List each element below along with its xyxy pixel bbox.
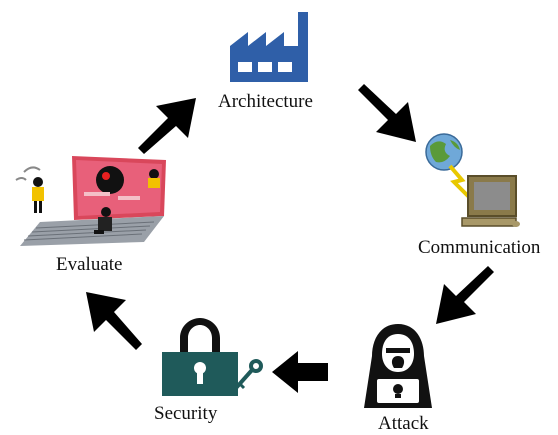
factory-icon [230, 12, 308, 82]
node-label-communication: Communication [418, 237, 541, 258]
arrow-security-to-evaluate [86, 292, 142, 350]
arrow-attack-to-security [272, 351, 328, 393]
padlock-key-icon [162, 318, 263, 396]
arrow-communication-to-attack [436, 266, 494, 324]
laptop-attack-icon [15, 156, 166, 246]
node-label-security: Security [154, 403, 218, 424]
globe-computer-icon [425, 133, 520, 227]
node-label-architecture: Architecture [218, 91, 313, 112]
node-label-evaluate: Evaluate [56, 254, 123, 275]
arrow-architecture-to-communication [358, 84, 416, 142]
hacker-icon [364, 324, 432, 408]
arrow-evaluate-to-architecture [138, 98, 196, 154]
node-label-attack: Attack [378, 413, 429, 434]
